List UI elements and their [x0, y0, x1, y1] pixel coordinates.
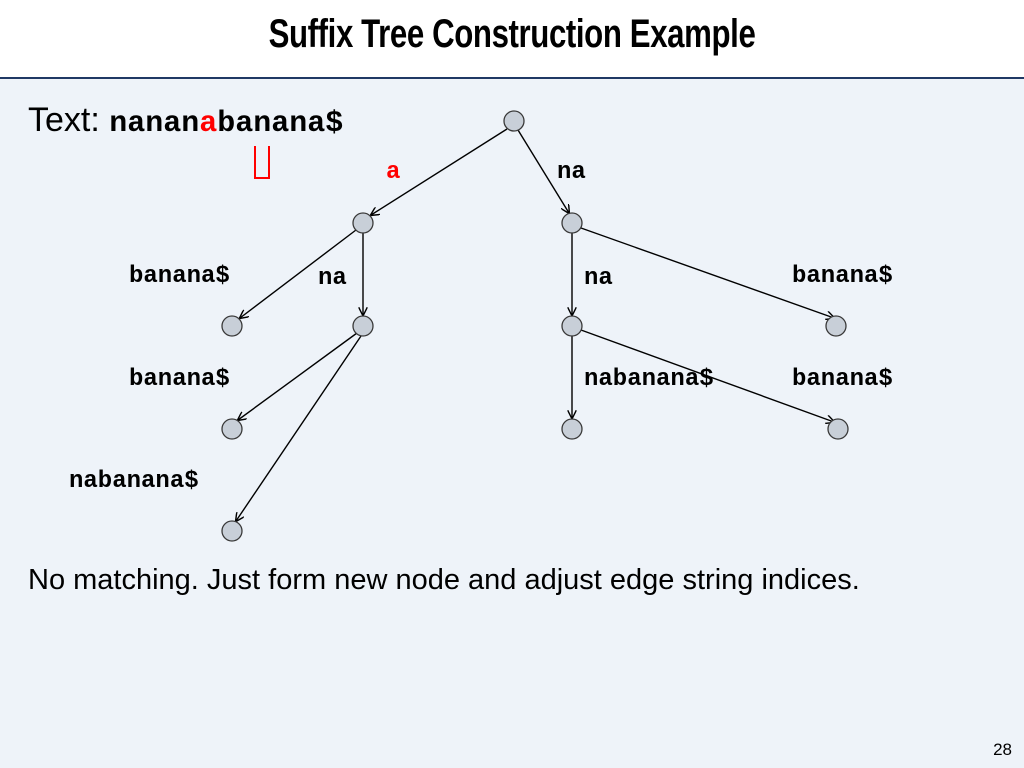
node-ana [352, 315, 374, 337]
text-before: nanan [109, 107, 200, 141]
node-na [561, 212, 583, 234]
edge-ana-leaf1 [238, 332, 358, 420]
text-string: nananabanana$ [109, 107, 343, 141]
edge-label-nana-leaf1: nabanana$ [584, 366, 714, 393]
edge-label-root-a: a [386, 159, 400, 186]
node-leaf-a [221, 315, 243, 337]
slide-body [0, 79, 1024, 768]
text-highlight-char: a [199, 107, 218, 141]
edge-label-nana-leaf2: banana$ [792, 366, 893, 393]
page-number: 28 [993, 740, 1012, 759]
node-a [352, 212, 374, 234]
text-label: Text: [28, 101, 110, 139]
insertion-marker-icon [254, 146, 270, 179]
edge-label-na-leaf: banana$ [792, 263, 893, 290]
edge-a-leaf [240, 229, 357, 318]
edge-nana-leaf2 [580, 329, 834, 422]
node-root [503, 110, 525, 132]
node-leaf-nana1 [561, 418, 583, 440]
node-leaf-nana2 [827, 418, 849, 440]
footer-note: No matching. Just form new node and adju… [28, 564, 860, 596]
title-bar: Suffix Tree Construction Example [0, 0, 1024, 78]
edge-root-a [371, 128, 508, 215]
node-leaf-ana1 [221, 418, 243, 440]
edge-ana-leaf2 [236, 335, 362, 521]
text-line: Text: nananabanana$ [28, 101, 343, 141]
edge-label-a-na: na [318, 265, 347, 292]
title-divider [0, 77, 1024, 79]
slide-title: Suffix Tree Construction Example [268, 12, 756, 56]
edge-label-a-leaf: banana$ [129, 263, 230, 290]
edge-label-ana-leaf1: banana$ [129, 366, 230, 393]
edge-root-na [517, 129, 569, 213]
text-after: banana$ [217, 107, 344, 141]
edge-na-leaf [580, 227, 834, 318]
node-nana [561, 315, 583, 337]
edge-label-na-na: na [584, 265, 613, 292]
edge-label-root-na: na [557, 159, 586, 186]
node-leaf-ana2 [221, 520, 243, 542]
node-leaf-na [825, 315, 847, 337]
edge-label-ana-leaf2: nabanana$ [69, 468, 199, 495]
